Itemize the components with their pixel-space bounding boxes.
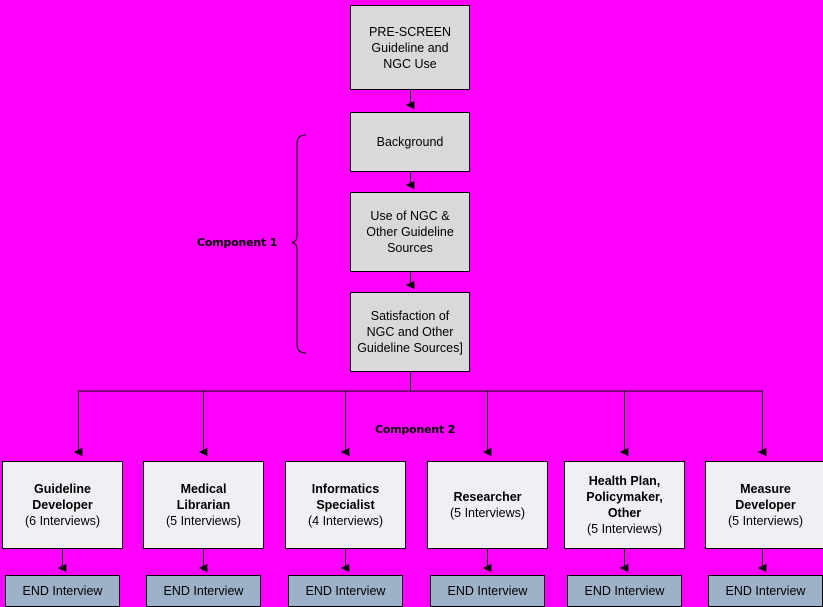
role-interview-count: (5 Interviews) bbox=[165, 514, 242, 528]
role-box-researcher[interactable]: Researcher (5 Interviews) bbox=[427, 461, 548, 549]
end-box-2[interactable]: END Interview bbox=[146, 575, 261, 607]
stage-box-pre-screen[interactable]: PRE-SCREEN Guideline and NGC Use bbox=[350, 5, 470, 90]
stage-line: NGC and Other bbox=[366, 325, 454, 339]
role-interview-count: (5 Interviews) bbox=[586, 522, 663, 536]
role-interview-count: (4 Interviews) bbox=[307, 514, 384, 528]
role-interview-count: (5 Interviews) bbox=[727, 514, 804, 528]
component-1-label: Component 1 bbox=[197, 236, 278, 249]
stage-line: PRE-SCREEN bbox=[369, 24, 451, 39]
role-name-line: Guideline bbox=[34, 482, 91, 496]
role-interview-count: (5 Interviews) bbox=[449, 506, 526, 520]
stage-box-satisfaction[interactable]: Satisfaction of NGC and Other Guideline … bbox=[350, 292, 470, 372]
component-1-brace bbox=[291, 134, 307, 354]
role-name-line: Developer bbox=[735, 498, 796, 512]
end-box-5[interactable]: END Interview bbox=[567, 575, 682, 607]
role-interview-count: (6 Interviews) bbox=[24, 514, 101, 528]
component-2-label: Component 2 bbox=[375, 423, 456, 436]
stage-line: Satisfaction of bbox=[370, 309, 450, 323]
role-box-medical-librarian[interactable]: Medical Librarian (5 Interviews) bbox=[143, 461, 264, 549]
end-box-4[interactable]: END Interview bbox=[430, 575, 545, 607]
role-name-line: Researcher bbox=[453, 490, 522, 504]
role-name-line: Developer bbox=[32, 498, 93, 512]
end-label: END Interview bbox=[22, 584, 103, 598]
role-box-health-plan-policymaker-other[interactable]: Health Plan, Policymaker, Other (5 Inter… bbox=[564, 461, 685, 549]
stage-line: Use of NGC & bbox=[370, 209, 450, 223]
stage-box-use-of-ngc[interactable]: Use of NGC & Other Guideline Sources bbox=[350, 192, 470, 272]
stage-line: Background bbox=[376, 135, 444, 149]
role-box-informatics-specialist[interactable]: Informatics Specialist (4 Interviews) bbox=[285, 461, 406, 549]
stage-line: Other Guideline bbox=[366, 225, 454, 239]
role-name-line: Policymaker, bbox=[586, 490, 663, 504]
role-name-line: Other bbox=[607, 506, 642, 520]
stage-line: Guideline Sources] bbox=[357, 341, 463, 355]
end-label: END Interview bbox=[163, 584, 244, 598]
end-label: END Interview bbox=[305, 584, 386, 598]
role-name-line: Measure bbox=[740, 482, 791, 496]
end-label: END Interview bbox=[725, 584, 806, 598]
role-box-measure-developer[interactable]: Measure Developer (5 Interviews) bbox=[705, 461, 823, 549]
end-label: END Interview bbox=[447, 584, 528, 598]
end-box-6[interactable]: END Interview bbox=[708, 575, 823, 607]
role-box-guideline-developer[interactable]: Guideline Developer (6 Interviews) bbox=[2, 461, 123, 549]
stage-box-background[interactable]: Background bbox=[350, 112, 470, 172]
role-name-line: Health Plan, bbox=[588, 474, 661, 488]
end-box-1[interactable]: END Interview bbox=[5, 575, 120, 607]
end-box-3[interactable]: END Interview bbox=[288, 575, 403, 607]
end-label: END Interview bbox=[584, 584, 665, 598]
role-name-line: Librarian bbox=[176, 498, 231, 512]
role-name-line: Specialist bbox=[316, 498, 375, 512]
role-name-line: Medical bbox=[180, 482, 227, 496]
stage-line: Guideline and bbox=[371, 40, 449, 55]
stage-line: NGC Use bbox=[383, 56, 437, 71]
role-name-line: Informatics bbox=[311, 482, 380, 496]
stage-line: Sources bbox=[387, 241, 433, 255]
